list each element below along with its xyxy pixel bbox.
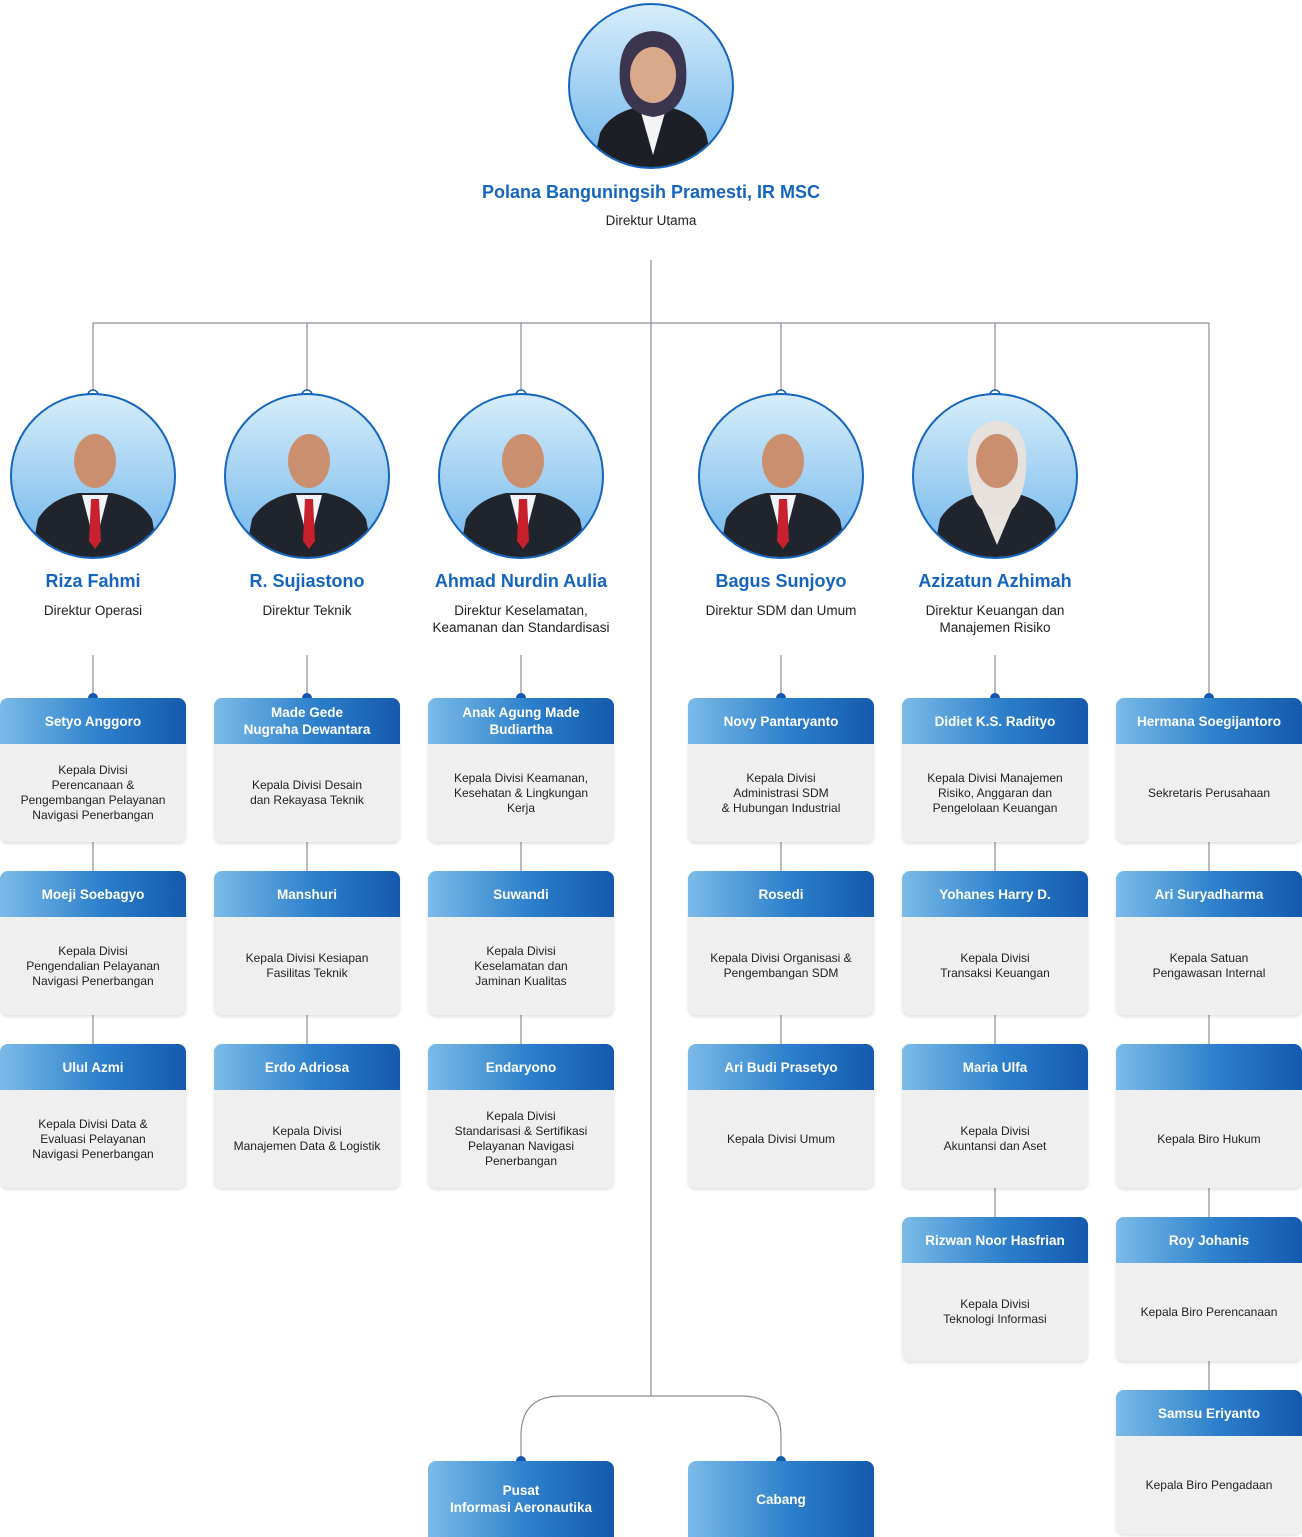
unit-role: Kepala Satuan Pengawasan Internal: [1152, 951, 1266, 980]
unit-role: Kepala Divisi Manajemen Data & Logistik: [233, 1124, 381, 1153]
unit-role: Kepala Divisi Keamanan, Kesehatan & Ling…: [453, 770, 589, 815]
unit-head-name: Samsu Eriyanto: [1116, 1390, 1302, 1436]
unit-role: Kepala Divisi Perencanaan & Pengembangan…: [20, 763, 166, 822]
unit-role: Kepala Divisi Umum: [726, 1131, 836, 1146]
photo-director: [698, 393, 864, 559]
unit-role: Kepala Biro Perencanaan: [1140, 1304, 1278, 1319]
photo-director: [10, 393, 176, 559]
unit-role: Kepala Divisi Transaksi Keuangan: [940, 951, 1050, 980]
director-title: Direktur SDM dan Umum: [705, 603, 857, 618]
unit-head-name: Didiet K.S. Radityo: [902, 698, 1088, 744]
director-name: R. Sujiastono: [249, 571, 365, 591]
unit-head-name: Made Gede Nugraha Dewantara: [214, 698, 400, 744]
unit-head-name: Yohanes Harry D.: [902, 871, 1088, 917]
director-name: Ahmad Nurdin Aulia: [434, 571, 608, 591]
unit-role: Kepala Divisi Organisasi & Pengembangan …: [710, 951, 852, 980]
unit-head-name: Ulul Azmi: [0, 1044, 186, 1090]
director-title: Direktur Keselamatan, Keamanan dan Stand…: [432, 603, 610, 635]
director-name: Riza Fahmi: [45, 571, 141, 591]
unit-head-name: Moeji Soebagyo: [0, 871, 186, 917]
unit-role: Kepala Divisi Administrasi SDM & Hubunga…: [721, 770, 841, 815]
unit-head-name: Manshuri: [214, 871, 400, 917]
unit-head-name: Roy Johanis: [1116, 1217, 1302, 1263]
unit-head-name: Ari Suryadharma: [1116, 871, 1302, 917]
unit-head-name: [1116, 1044, 1302, 1090]
unit-head-name: Maria Ulfa: [902, 1044, 1088, 1090]
unit-head-name: Novy Pantaryanto: [688, 698, 874, 744]
unit-head-name: Rosedi: [688, 871, 874, 917]
unit-card: Yohanes Harry D. Kepala Divisi Transaksi …: [902, 871, 1088, 1015]
unit-card: Kepala Biro Hukum: [1116, 1044, 1302, 1188]
unit-head-name: Hermana Soegijantoro: [1116, 698, 1302, 744]
director-title: Direktur Teknik: [262, 603, 352, 618]
unit-role: Kepala Divisi Teknologi Informasi: [943, 1297, 1047, 1326]
unit-role: Kepala Biro Pengadaan: [1145, 1477, 1273, 1492]
name-direktur-utama: Polana Banguningsih Pramesti, IR MSC: [481, 182, 821, 202]
director-name: Bagus Sunjoyo: [715, 571, 847, 591]
unit-role: Kepala Divisi Manajemen Risiko, Anggaran…: [927, 770, 1063, 815]
director-title: Direktur Keuangan dan Manajemen Risiko: [925, 603, 1065, 635]
unit-head-name: Endaryono: [428, 1044, 614, 1090]
director-name: Azizatun Azhimah: [918, 571, 1072, 591]
unit-head-name: Suwandi: [428, 871, 614, 917]
director-title: Direktur Operasi: [43, 603, 143, 618]
unit-pusat-informasi-aeronautika: Pusat Informasi Aeronautika: [428, 1461, 614, 1537]
unit-head-name: Erdo Adriosa: [214, 1044, 400, 1090]
photo-director: [438, 393, 604, 559]
unit-role: Kepala Divisi Standarisasi & Sertifikasi…: [454, 1109, 588, 1168]
photo-director: [224, 393, 390, 559]
photo-direktur-utama: [568, 3, 734, 169]
unit-head-name: Setyo Anggoro: [0, 698, 186, 744]
unit-head-name: Ari Budi Prasetyo: [688, 1044, 874, 1090]
unit-role: Sekretaris Perusahaan: [1147, 785, 1271, 800]
photo-director: [912, 393, 1078, 559]
unit-role: Kepala Divisi Keselamatan dan Jaminan Ku…: [474, 943, 568, 988]
unit-head-name: Rizwan Noor Hasfrian: [902, 1217, 1088, 1263]
unit-cabang: Cabang: [688, 1461, 874, 1537]
unit-role: Kepala Divisi Akuntansi dan Aset: [943, 1124, 1047, 1153]
unit-head-name: Anak Agung Made Budiartha: [428, 698, 614, 744]
unit-role: Kepala Divisi Kesiapan Fasilitas Teknik: [245, 951, 369, 980]
bottom-branch-line: [520, 1395, 782, 1461]
unit-role: Kepala Divisi Data & Evaluasi Pelayanan …: [32, 1116, 154, 1161]
title-direktur-utama: Direktur Utama: [605, 213, 697, 228]
unit-role: Kepala Biro Hukum: [1157, 1131, 1261, 1146]
unit-role: Kepala Divisi Desain dan Rekayasa Teknik: [250, 778, 364, 807]
unit-role: Kepala Divisi Pengendalian Pelayanan Nav…: [26, 943, 160, 988]
